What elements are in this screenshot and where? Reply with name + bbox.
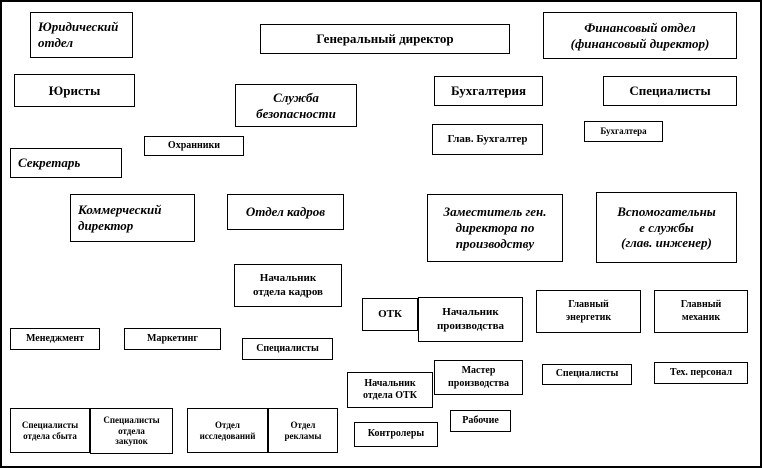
org-box-hr-head: Начальник отдела кадров	[234, 264, 342, 307]
org-box-chief-power-engineer: Главный энергетик	[536, 290, 641, 333]
org-box-management: Менеджмент	[10, 328, 100, 350]
org-box-workers: Рабочие	[450, 410, 511, 432]
org-box-production-head: Начальник производства	[418, 297, 523, 342]
org-box-sales-specialists: Специалисты отдела сбыта	[10, 408, 90, 453]
org-box-controllers: Контролеры	[354, 422, 438, 447]
org-box-research-dept: Отдел исследований	[187, 408, 268, 453]
org-box-lawyers: Юристы	[14, 74, 135, 107]
org-box-otk-head: Начальник отдела ОТК	[347, 372, 433, 408]
org-box-auxiliary-services: Вспомогательны е службы (глав. инженер)	[596, 192, 737, 263]
org-box-security-service: Служба безопасности	[235, 84, 357, 127]
org-box-ad-dept: Отдел рекламы	[268, 408, 338, 453]
org-box-commercial-director: Коммерческий директор	[70, 194, 195, 242]
org-box-otk: ОТК	[362, 298, 418, 331]
org-box-guards: Охранники	[144, 136, 244, 156]
org-box-chief-mechanic: Главный механик	[654, 290, 748, 333]
org-box-production-master: Мастер производства	[434, 360, 523, 395]
org-box-marketing: Маркетинг	[124, 328, 221, 350]
org-box-accounting: Бухгалтерия	[434, 76, 543, 106]
org-box-general-director: Генеральный директор	[260, 24, 510, 54]
org-box-deputy-production: Заместитель ген. директора по производст…	[427, 194, 563, 262]
org-box-tech-staff: Тех. персонал	[654, 362, 748, 384]
org-box-purchase-specialists: Специалисты отдела закупок	[90, 408, 173, 454]
org-box-secretary: Секретарь	[10, 148, 122, 178]
org-box-legal-dept: Юридический отдел	[30, 12, 133, 58]
org-box-specialists-hr: Специалисты	[242, 338, 333, 360]
org-box-accountants: Бухгалтера	[584, 121, 663, 142]
org-box-specialists-power: Специалисты	[542, 364, 632, 385]
org-box-chief-accountant: Глав. Бухгалтер	[432, 124, 543, 155]
org-box-hr-dept: Отдел кадров	[227, 194, 344, 230]
org-box-finance-dept: Финансовый отдел (финансовый директор)	[543, 12, 737, 59]
org-box-specialists-finance: Специалисты	[603, 76, 737, 106]
